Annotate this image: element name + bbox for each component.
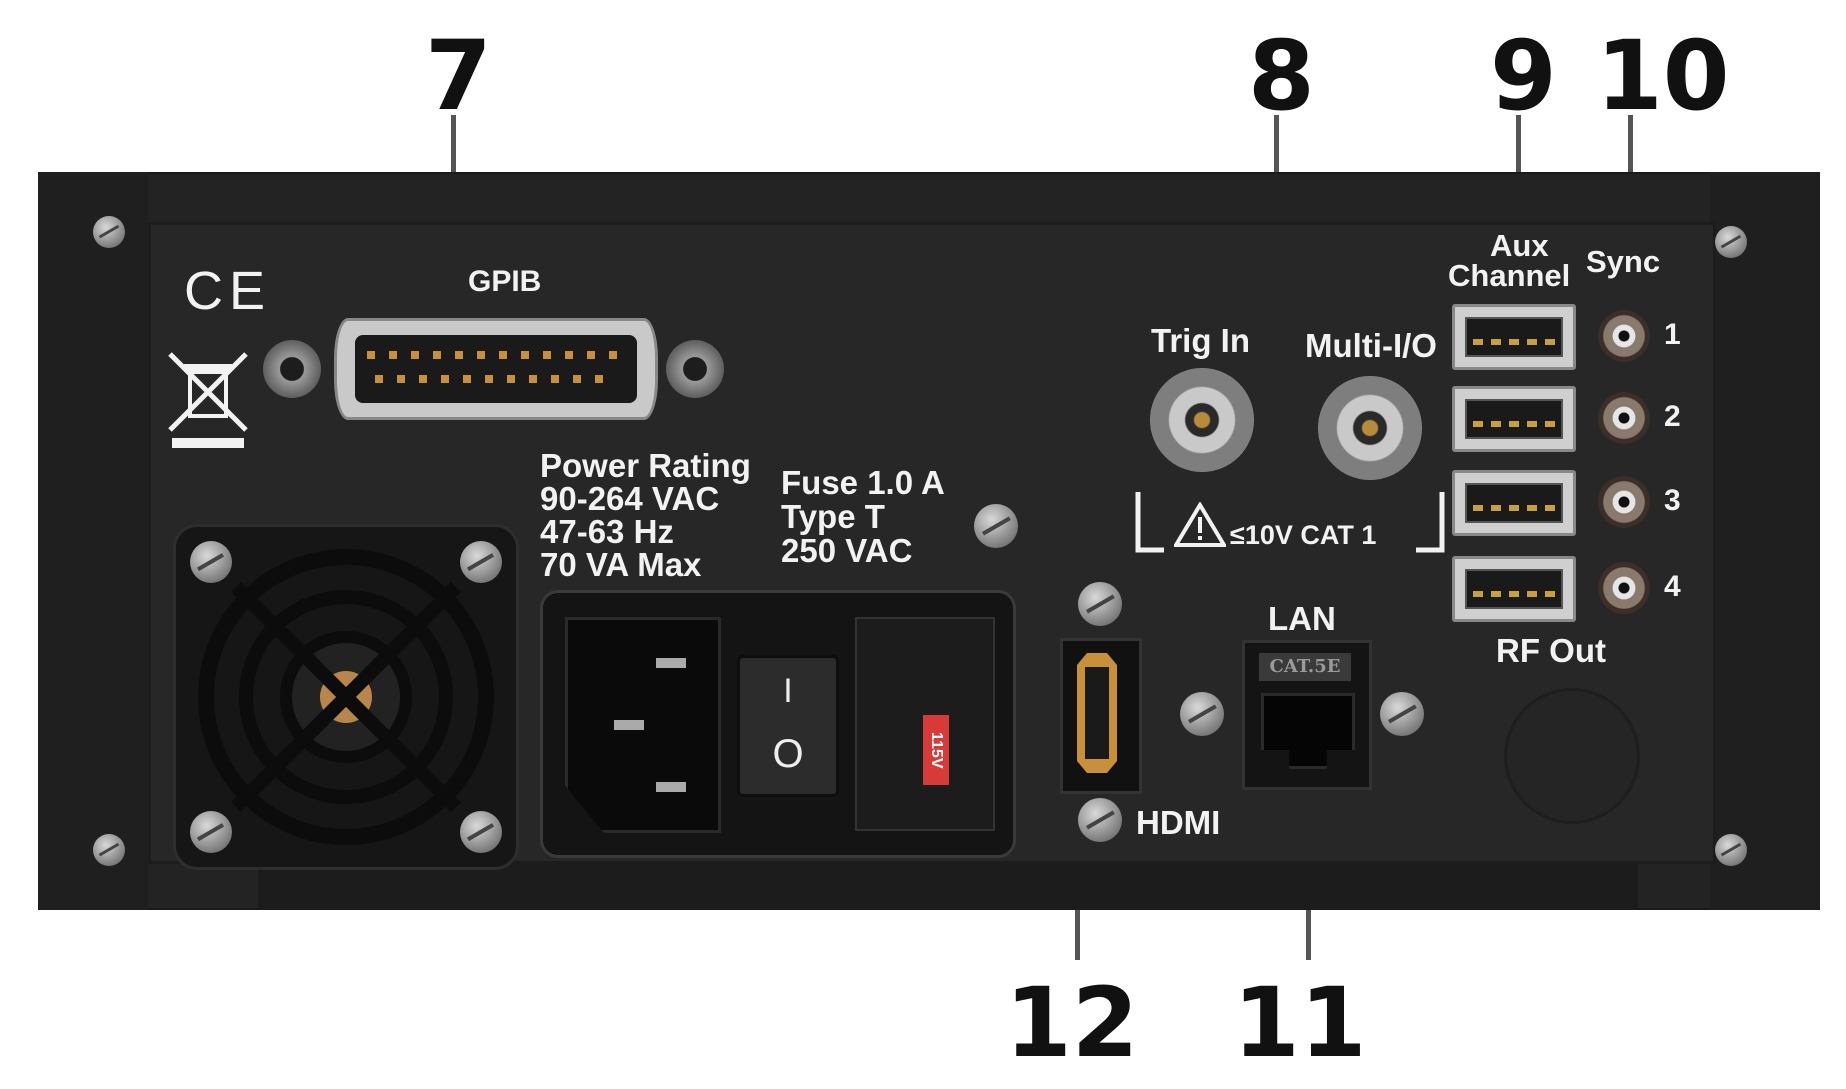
power-switch[interactable]: I O [737,655,839,797]
corner-screw [1715,226,1747,258]
fuse-rating: Fuse 1.0 A [781,464,945,501]
leader-line-9 [1516,115,1521,215]
callout-10: 10 [1596,20,1730,132]
gpib-jackscrew [666,340,724,398]
rf-out-blank-plate [1504,688,1640,824]
hdmi-screw [1078,798,1122,842]
sync-connector-4[interactable] [1598,562,1650,614]
sync-connector-2[interactable] [1598,392,1650,444]
power-entry-module: I O 115V [540,590,1016,858]
aux-channel-port-1[interactable] [1452,304,1576,370]
hdmi-screw [1078,582,1122,626]
multi-io-label: Multi-I/O [1305,327,1437,364]
callout-8: 8 [1248,20,1315,132]
hdmi-port[interactable] [1060,638,1142,794]
aux-channel-port-2[interactable] [1452,386,1576,452]
warning-triangle-icon [1174,502,1226,547]
aux-label-line2: Channel [1448,258,1571,293]
lan-screw [1380,692,1424,736]
sync-label: Sync [1586,244,1661,279]
lan-port[interactable]: CAT.5E [1242,640,1372,790]
fan-guard-icon [198,549,494,845]
fuse-voltage: 250 VAC [781,532,913,569]
power-rating-va: 70 VA Max [540,546,702,583]
left-rail [38,172,148,910]
bnc-rating-label: ≤10V CAT 1 [1230,520,1377,550]
cat5e-label: CAT.5E [1259,653,1351,681]
power-switch-on-mark: I [783,672,793,710]
gpib-jackscrew [263,340,321,398]
power-rating-voltage: 90-264 VAC [540,480,720,517]
fan-screw [190,811,232,853]
voltage-selector-badge: 115V [923,715,949,785]
callout-9: 9 [1490,20,1557,132]
corner-screw [93,834,125,866]
trig-in-bnc[interactable] [1150,368,1254,472]
channel-number: 1 [1664,318,1681,351]
aux-label-line1: Aux [1490,228,1549,263]
aux-channel-port-3[interactable] [1452,470,1576,536]
weee-bin-icon [168,352,248,448]
gpib-connector[interactable] [334,318,658,420]
lan-label: LAN [1268,600,1336,637]
aux-channel-port-4[interactable] [1452,556,1576,622]
power-rating-title: Power Rating [540,447,751,484]
power-switch-off-mark: O [772,732,804,776]
gpib-label: GPIB [468,265,542,298]
trig-in-label: Trig In [1151,322,1250,359]
sync-connector-1[interactable] [1598,310,1650,362]
sync-connector-3[interactable] [1598,476,1650,528]
fan-screw [190,541,232,583]
hdmi-label: HDMI [1136,804,1221,841]
leader-line-10 [1628,115,1633,215]
ce-mark: CE [184,261,272,321]
channel-number: 4 [1664,570,1681,603]
power-rating-frequency: 47-63 Hz [540,513,674,550]
callout-12: 12 [1005,967,1139,1079]
multi-io-bnc[interactable] [1318,376,1422,480]
fan-screw [460,541,502,583]
channel-number: 2 [1664,400,1681,433]
bnc-rating-bracket [1135,492,1445,553]
iec-inlet[interactable] [565,617,721,833]
callout-11: 11 [1233,967,1367,1079]
rear-panel: CE GPIB Power Rating 90-264 VAC 47-63 Hz… [38,172,1820,910]
channel-number: 3 [1664,484,1681,517]
corner-screw [1715,834,1747,866]
callout-7: 7 [425,20,492,132]
cooling-fan [173,524,519,870]
right-rail [1710,172,1820,910]
fuse-type: Type T [781,498,885,535]
panel-screw [974,504,1018,548]
corner-screw [93,216,125,248]
fan-screw [460,811,502,853]
rf-out-label: RF Out [1496,632,1606,669]
lan-screw [1180,692,1224,736]
fuse-drawer[interactable]: 115V [855,617,995,831]
